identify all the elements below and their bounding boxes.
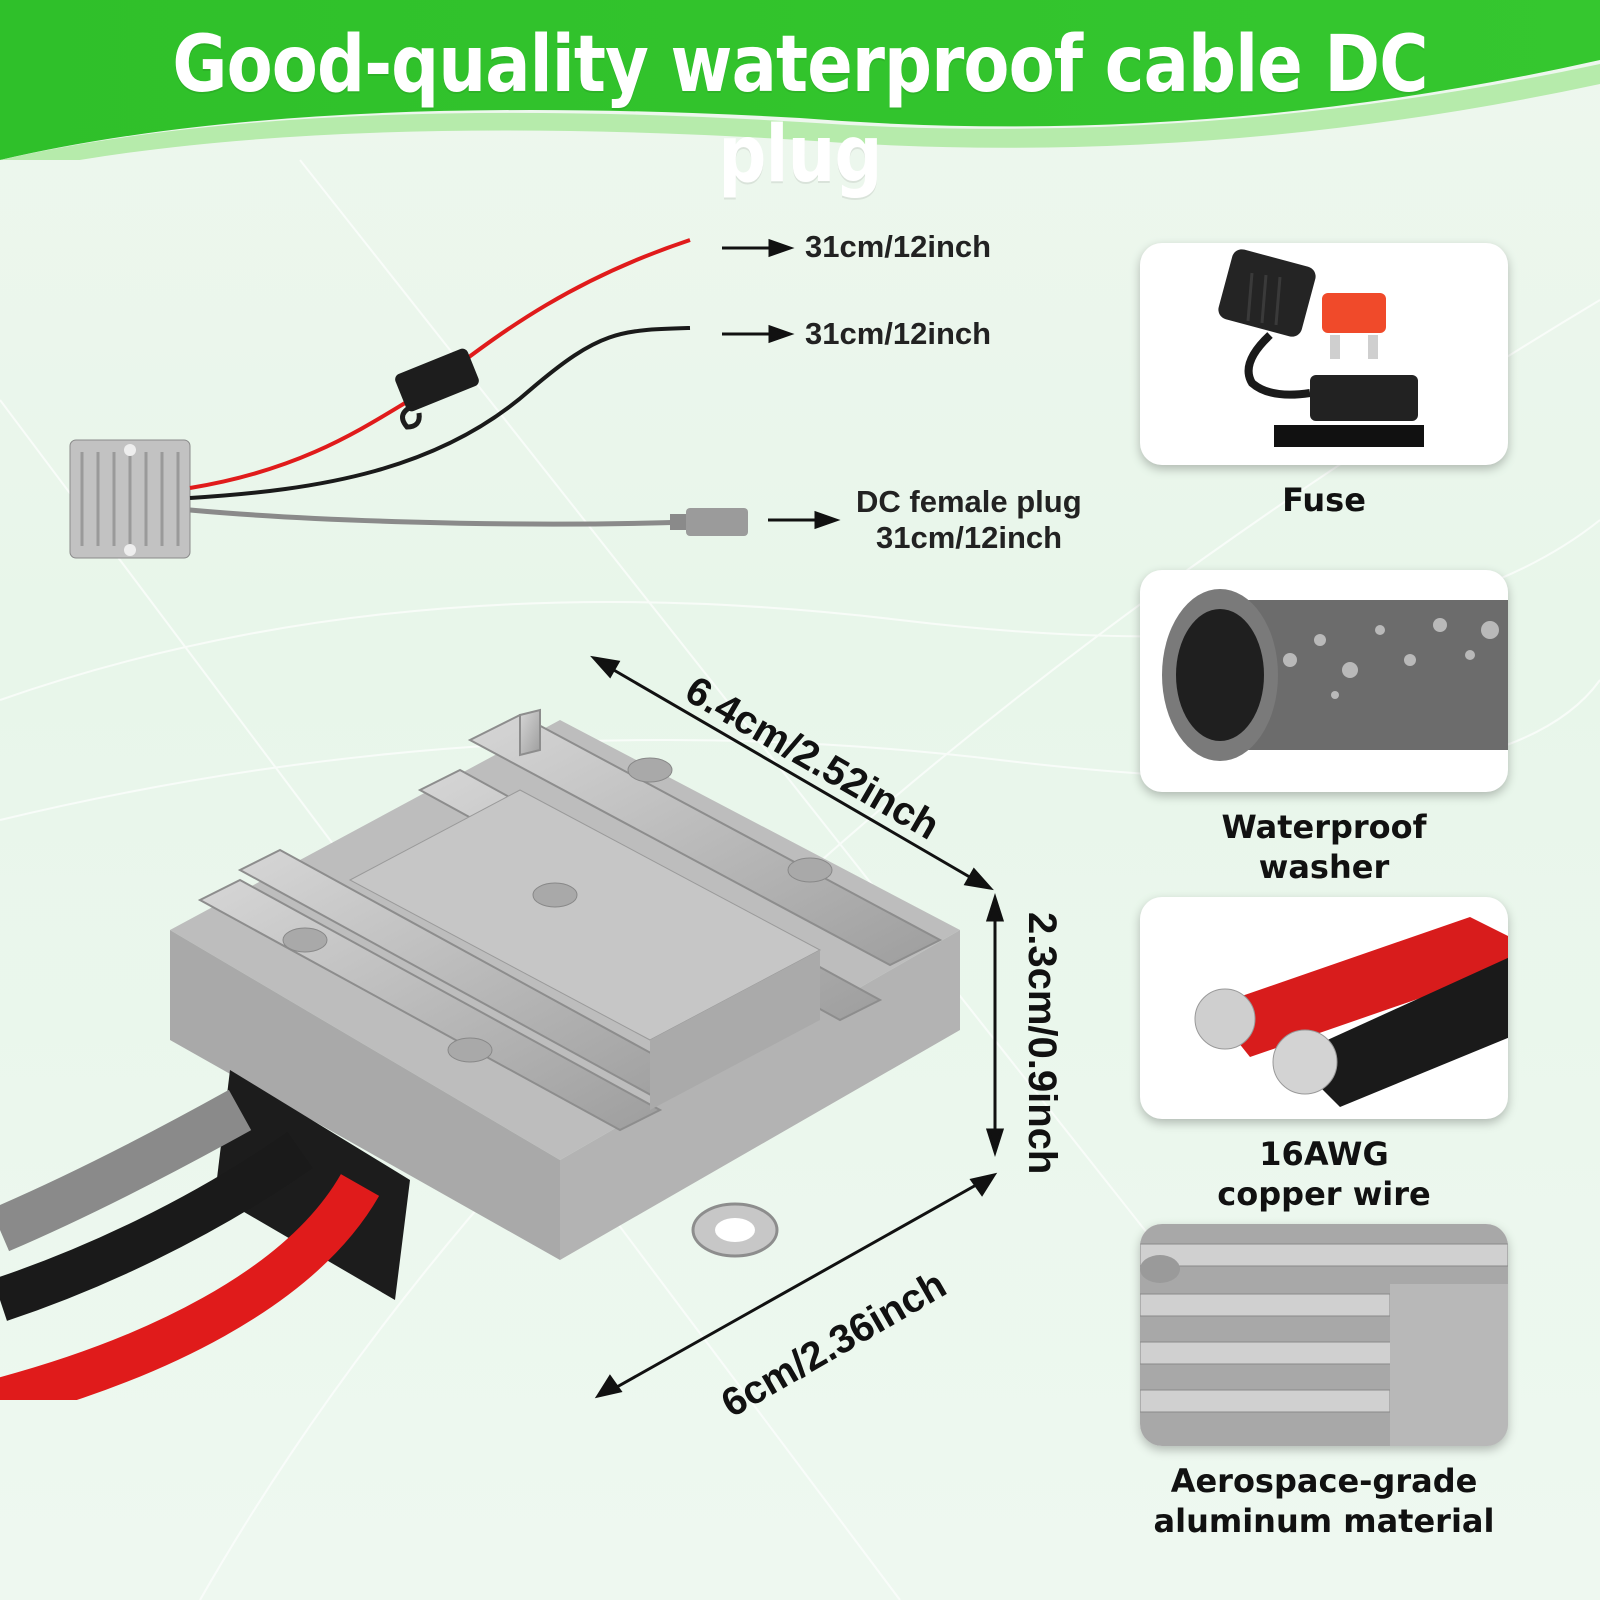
copper-wire-image bbox=[1194, 917, 1508, 1107]
red-wire-length: 31cm/12inch bbox=[805, 229, 992, 264]
fuse-card bbox=[1140, 243, 1508, 465]
copper-wire-caption-line1: 16AWG bbox=[1259, 1135, 1389, 1173]
small-module-image bbox=[69, 439, 191, 559]
black-wire-length: 31cm/12inch bbox=[805, 316, 992, 351]
small-dc-plug-image bbox=[670, 508, 748, 536]
aluminum-card bbox=[1140, 1224, 1508, 1446]
copper-wire-caption: 16AWG copper wire bbox=[1120, 1134, 1528, 1214]
aluminum-image bbox=[1140, 1224, 1508, 1446]
wiring-diagram bbox=[69, 238, 841, 559]
washer-card bbox=[1140, 570, 1508, 792]
fuse-image bbox=[1218, 249, 1424, 447]
fuse-caption-line1: Fuse bbox=[1282, 481, 1366, 519]
aluminum-caption: Aerospace-grade aluminum material bbox=[1120, 1461, 1528, 1541]
page-title: Good-quality waterproof cable DC plug bbox=[172, 20, 1428, 200]
copper-wire-caption-line2: copper wire bbox=[1217, 1175, 1431, 1213]
dc-plug-label: DC female plug bbox=[856, 484, 1082, 519]
copper-wire-card bbox=[1140, 897, 1508, 1119]
small-fuse-holder-image bbox=[395, 348, 479, 430]
module-image bbox=[0, 655, 1005, 1400]
washer-image bbox=[1162, 589, 1508, 761]
washer-caption-line2: washer bbox=[1258, 848, 1390, 886]
washer-caption: Waterproof washer bbox=[1120, 807, 1528, 887]
header-banner: Good-quality waterproof cable DC plug bbox=[0, 0, 1600, 200]
dc-plug-length: 31cm/12inch bbox=[876, 520, 1063, 555]
aluminum-caption-line1: Aerospace-grade bbox=[1170, 1462, 1478, 1500]
height-dimension: 2.3cm/0.9inch bbox=[1020, 912, 1064, 1175]
aluminum-caption-line2: aluminum material bbox=[1153, 1502, 1495, 1540]
fuse-caption: Fuse bbox=[1120, 480, 1528, 520]
washer-caption-line1: Waterproof bbox=[1221, 808, 1427, 846]
